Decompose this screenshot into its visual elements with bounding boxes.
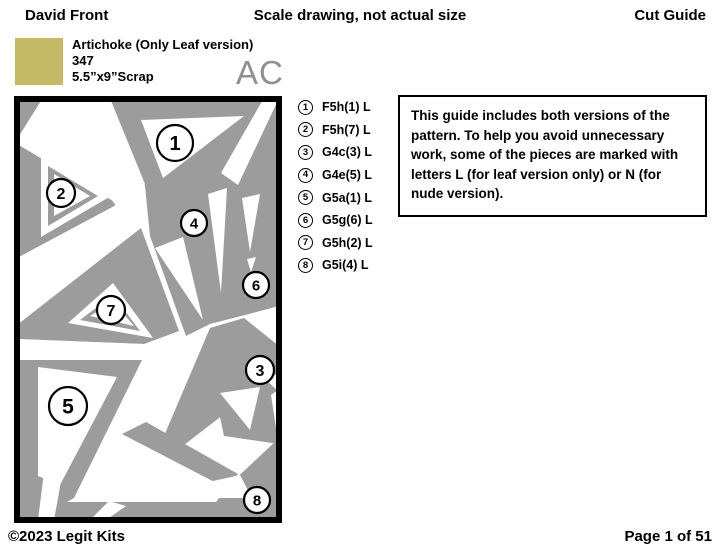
fabric-code: AC bbox=[236, 54, 284, 91]
legend-label: G4c(3) L bbox=[322, 145, 373, 160]
legend-circle: 8 bbox=[298, 257, 313, 273]
guide-type-label: Cut Guide bbox=[634, 7, 706, 24]
legend-row: 6 G5g(6) L bbox=[298, 209, 373, 232]
legend-label: G5g(6) L bbox=[322, 213, 373, 228]
fabric-swatch bbox=[15, 38, 63, 85]
fabric-name: Artichoke (Only Leaf version) bbox=[72, 37, 254, 52]
svg-text:4: 4 bbox=[190, 215, 199, 232]
legend-row: 1 F5h(1) L bbox=[298, 96, 373, 119]
legend-circle: 6 bbox=[298, 212, 313, 228]
legend-circle: 1 bbox=[298, 99, 313, 115]
legend-label: F5h(7) L bbox=[322, 122, 371, 137]
legend-label: G5i(4) L bbox=[322, 258, 369, 273]
piece-circle-8: 8 bbox=[242, 485, 272, 515]
svg-text:8: 8 bbox=[253, 492, 261, 509]
scale-note: Scale drawing, not actual size bbox=[253, 7, 467, 24]
legend-row: 5 G5a(1) L bbox=[298, 186, 373, 209]
page-indicator: Page 1 of 51 bbox=[624, 528, 712, 545]
piece-circle-1: 1 bbox=[155, 123, 195, 163]
fabric-size: 5.5”x9”Scrap bbox=[72, 69, 154, 84]
svg-text:2: 2 bbox=[57, 186, 66, 203]
pattern-border bbox=[14, 96, 282, 523]
legend-label: G5h(2) L bbox=[322, 235, 373, 250]
legend-row: 4 G4e(5) L bbox=[298, 164, 373, 187]
piece-circle-3: 3 bbox=[244, 354, 276, 386]
piece-circle-4: 4 bbox=[179, 208, 209, 238]
piece-circle-5: 5 bbox=[47, 385, 89, 427]
legend-circle: 4 bbox=[298, 167, 313, 183]
svg-text:3: 3 bbox=[256, 363, 265, 380]
legend-circle: 3 bbox=[298, 144, 313, 160]
piece-legend: 1 F5h(1) L 2 F5h(7) L 3 G4c(3) L 4 G4e(5… bbox=[298, 96, 373, 277]
legend-circle: 7 bbox=[298, 235, 313, 251]
piece-circle-7: 7 bbox=[95, 294, 127, 326]
pattern-drawing: 1 2 3 4 5 6 7 8 bbox=[14, 96, 282, 523]
legend-row: 7 G5h(2) L bbox=[298, 232, 373, 255]
document-title: David Front bbox=[25, 7, 109, 24]
version-note-box: This guide includes both versions of the… bbox=[398, 95, 707, 217]
piece-markers: 1 2 3 4 5 6 7 8 bbox=[45, 123, 276, 515]
fabric-info: Artichoke (Only Leaf version) 347 5.5”x9… bbox=[72, 37, 253, 85]
legend-row: 8 G5i(4) L bbox=[298, 254, 373, 277]
svg-text:1: 1 bbox=[169, 133, 180, 155]
legend-label: G5a(1) L bbox=[322, 190, 373, 205]
legend-circle: 5 bbox=[298, 190, 313, 206]
svg-text:7: 7 bbox=[107, 303, 116, 320]
copyright: ©2023 Legit Kits bbox=[8, 528, 125, 545]
legend-row: 3 G4c(3) L bbox=[298, 141, 373, 164]
svg-text:5: 5 bbox=[62, 396, 74, 419]
legend-label: G4e(5) L bbox=[322, 168, 373, 183]
fabric-number: 347 bbox=[72, 53, 94, 68]
version-note-text: This guide includes both versions of the… bbox=[411, 108, 679, 202]
legend-label: F5h(1) L bbox=[322, 100, 371, 115]
piece-circle-6: 6 bbox=[241, 270, 271, 300]
legend-circle: 2 bbox=[298, 122, 313, 138]
legend-row: 2 F5h(7) L bbox=[298, 119, 373, 142]
svg-text:6: 6 bbox=[252, 277, 260, 294]
piece-circle-2: 2 bbox=[45, 177, 77, 209]
